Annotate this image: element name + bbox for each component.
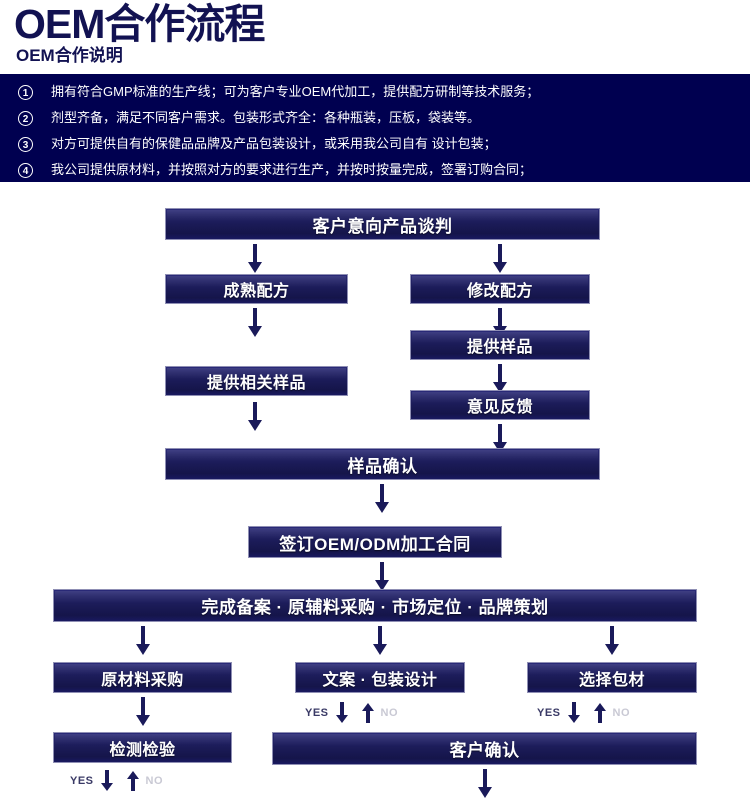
note-text: 我公司提供原材料，并按照对方的要求进行生产，并按时按量完成，签署订购合同； xyxy=(51,162,533,177)
note-number-badge: 4 xyxy=(18,162,33,178)
arrow-up-icon xyxy=(360,702,376,724)
flow-box-sign-contract[interactable]: 签订OEM/ODM加工合同 xyxy=(248,526,502,558)
no-label: NO xyxy=(612,707,631,719)
note-text: 对方可提供自有的保健品品牌及产品包装设计，或采用我公司自有 设计包装； xyxy=(51,136,497,151)
no-label: NO xyxy=(380,707,399,719)
arrow-down-icon xyxy=(244,308,266,338)
arrow-down-icon xyxy=(99,770,115,792)
note-item: 2 剂型齐备，满足不同客户需求。包装形式齐全：各种瓶装，压板，袋装等。 xyxy=(18,106,480,130)
note-item: 1 拥有符合GMP标准的生产线；可为客户专业OEM代加工，提供配方研制等技术服务… xyxy=(18,80,539,104)
flow-box-provide-sample[interactable]: 提供样品 xyxy=(410,330,590,360)
page-subtitle: OEM合作说明 xyxy=(16,46,123,65)
yes-label: YES xyxy=(537,707,561,719)
flow-box-select-packaging[interactable]: 选择包材 xyxy=(527,662,697,693)
flowchart: 客户意向产品谈判 成熟配方 修改配方 提供样品 提供相关样品 意见反馈 样品确认… xyxy=(0,182,750,800)
flow-box-feedback[interactable]: 意见反馈 xyxy=(410,390,590,420)
arrow-down-icon xyxy=(371,484,393,514)
flow-box-raw-material-purchase[interactable]: 原材料采购 xyxy=(53,662,232,693)
flow-box-copy-package-design[interactable]: 文案 · 包装设计 xyxy=(295,662,465,693)
arrow-down-icon xyxy=(371,562,393,592)
oem-notes-panel: 1 拥有符合GMP标准的生产线；可为客户专业OEM代加工，提供配方研制等技术服务… xyxy=(0,74,750,182)
arrow-down-icon xyxy=(489,244,511,274)
note-item: 4 我公司提供原材料，并按照对方的要求进行生产，并按时按量完成，签署订购合同； xyxy=(18,158,532,182)
page-title: OEM合作流程 xyxy=(14,1,265,47)
yes-label: YES xyxy=(305,707,329,719)
arrow-up-icon xyxy=(125,770,141,792)
note-text: 拥有符合GMP标准的生产线；可为客户专业OEM代加工，提供配方研制等技术服务； xyxy=(51,84,540,99)
arrow-down-icon xyxy=(334,702,350,724)
flow-box-modify-formula[interactable]: 修改配方 xyxy=(410,274,590,304)
arrow-down-icon xyxy=(474,769,496,799)
flow-box-mature-formula[interactable]: 成熟配方 xyxy=(165,274,348,304)
flow-box-inspection[interactable]: 检测检验 xyxy=(53,732,232,763)
arrow-down-icon xyxy=(601,626,623,656)
flow-box-customer-confirm[interactable]: 客户确认 xyxy=(272,732,697,765)
arrow-down-icon xyxy=(132,626,154,656)
decision-yes-no-select-packaging: YES NO xyxy=(537,702,630,724)
decision-yes-no-inspection: YES NO xyxy=(70,770,163,792)
arrow-up-icon xyxy=(592,702,608,724)
arrow-down-icon xyxy=(489,424,511,454)
note-item: 3 对方可提供自有的保健品品牌及产品包装设计，或采用我公司自有 设计包装； xyxy=(18,132,497,156)
flow-box-negotiation[interactable]: 客户意向产品谈判 xyxy=(165,208,600,240)
arrow-down-icon xyxy=(369,626,391,656)
header: OEM合作流程 OEM合作说明 xyxy=(0,0,750,74)
note-number-badge: 1 xyxy=(18,84,33,100)
arrow-down-icon xyxy=(244,244,266,274)
flow-box-sample-confirm[interactable]: 样品确认 xyxy=(165,448,600,480)
flow-box-filing-combo[interactable]: 完成备案 · 原辅料采购 · 市场定位 · 品牌策划 xyxy=(53,589,697,622)
arrow-down-icon xyxy=(132,697,154,727)
arrow-down-icon xyxy=(244,402,266,432)
no-label: NO xyxy=(145,775,164,787)
note-number-badge: 2 xyxy=(18,110,33,126)
yes-label: YES xyxy=(70,775,94,787)
note-text: 剂型齐备，满足不同客户需求。包装形式齐全：各种瓶装，压板，袋装等。 xyxy=(51,110,481,125)
arrow-down-icon xyxy=(489,308,511,338)
arrow-down-icon xyxy=(566,702,582,724)
decision-yes-no-copy-design: YES NO xyxy=(305,702,398,724)
note-number-badge: 3 xyxy=(18,136,33,152)
flow-box-provide-related-sample[interactable]: 提供相关样品 xyxy=(165,366,348,396)
arrow-down-icon xyxy=(489,364,511,394)
